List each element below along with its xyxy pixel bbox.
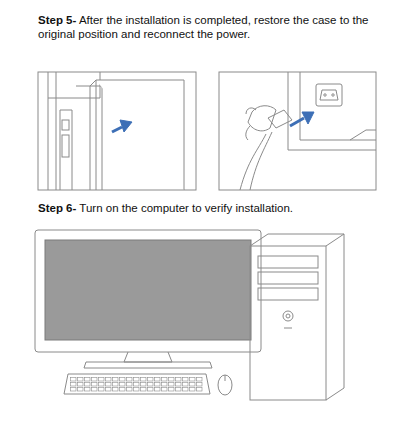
direction-arrow <box>112 127 122 132</box>
step-text: Turn on the computer to verify installat… <box>79 202 293 214</box>
computer-tower <box>250 234 344 400</box>
case-back <box>288 72 376 150</box>
power-cable-hand <box>240 106 292 190</box>
step-number: Step 5- <box>38 14 76 26</box>
direction-arrow-head <box>302 112 314 124</box>
mouse <box>218 375 232 395</box>
direction-arrow-head <box>120 120 132 132</box>
step-text: After the installation is completed, res… <box>38 14 368 40</box>
instruction-step: Step 6- Turn on the computer to verify i… <box>38 201 390 215</box>
monitor <box>35 230 261 368</box>
instruction-step: Step 5- After the installation is comple… <box>38 13 390 41</box>
direction-arrow <box>290 118 304 126</box>
step-number: Step 6- <box>38 202 76 214</box>
panel-frame <box>38 72 196 190</box>
panel-frame <box>219 72 376 190</box>
case-side-panel <box>48 72 184 190</box>
keyboard <box>64 374 210 394</box>
